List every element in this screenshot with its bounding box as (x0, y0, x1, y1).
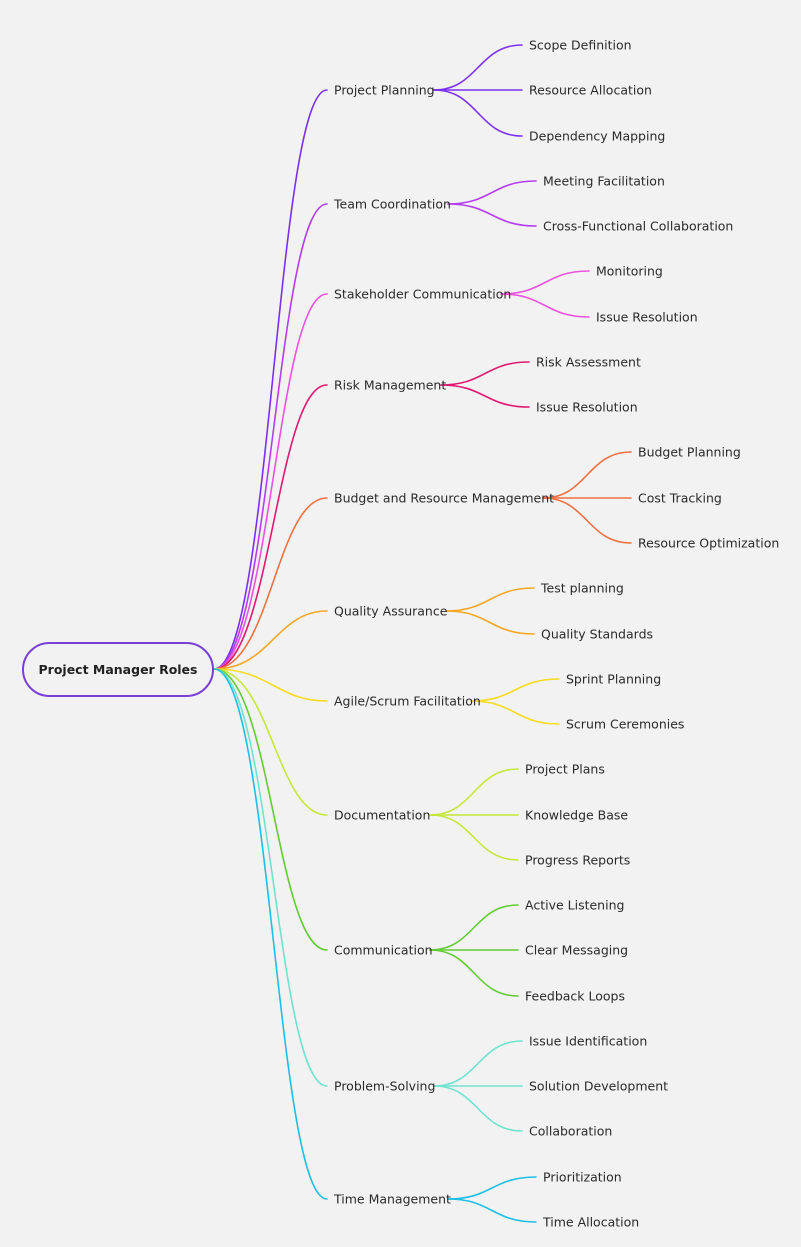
branch-risk-management[interactable]: Risk Management (334, 378, 446, 393)
edge-budget-and-resource-management-to-budget-planning (542, 451, 632, 499)
edge-root-to-documentation (213, 668, 328, 816)
edge-risk-management-to-risk-assessment (440, 361, 530, 386)
leaf-cost-tracking[interactable]: Cost Tracking (638, 491, 722, 506)
edge-budget-and-resource-management-to-resource-optimization (542, 497, 632, 544)
branch-quality-assurance[interactable]: Quality Assurance (334, 604, 448, 619)
leaf-resource-optimization[interactable]: Resource Optimization (638, 536, 779, 551)
edge-communication-to-active-listening (429, 904, 519, 951)
leaf-quality-standards[interactable]: Quality Standards (541, 627, 653, 642)
edge-team-coordination-to-meeting-facilitation (447, 180, 537, 205)
leaf-project-plans[interactable]: Project Plans (525, 762, 605, 777)
branch-project-planning[interactable]: Project Planning (334, 83, 435, 98)
edge-quality-assurance-to-test-planning (445, 587, 535, 612)
branch-agile-scrum-facilitation[interactable]: Agile/Scrum Facilitation (334, 694, 481, 709)
edge-team-coordination-to-cross-functional-collaboration (447, 203, 537, 227)
root-node[interactable]: Project Manager Roles (22, 642, 214, 697)
leaf-risk-assessment[interactable]: Risk Assessment (536, 355, 641, 370)
edge-root-to-budget-and-resource-management (213, 497, 328, 670)
edge-quality-assurance-to-quality-standards (445, 610, 535, 635)
edge-risk-management-to-issue-resolution (440, 384, 530, 408)
leaf-solution-development[interactable]: Solution Development (529, 1079, 668, 1094)
leaf-issue-identification[interactable]: Issue Identification (529, 1034, 647, 1049)
leaf-resource-allocation[interactable]: Resource Allocation (529, 83, 652, 98)
branch-team-coordination[interactable]: Team Coordination (333, 197, 451, 212)
root-label: Project Manager Roles (39, 662, 198, 677)
leaf-cross-functional-collaboration[interactable]: Cross-Functional Collaboration (543, 219, 733, 234)
leaf-prioritization[interactable]: Prioritization (543, 1170, 622, 1185)
edge-root-to-agile-scrum-facilitation (213, 668, 328, 702)
leaf-scope-definition[interactable]: Scope Definition (529, 38, 632, 53)
branch-documentation[interactable]: Documentation (334, 808, 430, 823)
edge-time-management-to-prioritization (447, 1176, 537, 1200)
branch-problem-solving[interactable]: Problem-Solving (334, 1079, 435, 1094)
leaf-issue-resolution[interactable]: Issue Resolution (596, 310, 698, 325)
leaf-time-allocation[interactable]: Time Allocation (542, 1215, 639, 1230)
labels-layer: Project Planning Scope DefinitionResource… (333, 38, 779, 1230)
edge-communication-to-feedback-loops (429, 949, 519, 997)
edge-root-to-time-management (213, 668, 328, 1200)
leaf-meeting-facilitation[interactable]: Meeting Facilitation (543, 174, 665, 189)
branch-budget-and-resource-management[interactable]: Budget and Resource Management (334, 491, 554, 506)
leaf-budget-planning[interactable]: Budget Planning (638, 445, 741, 460)
edge-root-to-problem-solving (213, 668, 328, 1087)
leaf-feedback-loops[interactable]: Feedback Loops (525, 989, 625, 1004)
branch-communication[interactable]: Communication (334, 943, 433, 958)
leaf-dependency-mapping[interactable]: Dependency Mapping (529, 129, 665, 144)
edge-root-to-quality-assurance (213, 610, 328, 670)
leaf-monitoring[interactable]: Monitoring (596, 264, 663, 279)
leaf-active-listening[interactable]: Active Listening (525, 898, 624, 913)
leaf-scrum-ceremonies[interactable]: Scrum Ceremonies (566, 717, 684, 732)
leaf-collaboration[interactable]: Collaboration (529, 1124, 612, 1139)
leaf-progress-reports[interactable]: Progress Reports (525, 853, 630, 868)
edge-agile-scrum-facilitation-to-sprint-planning (470, 678, 560, 702)
edge-problem-solving-to-issue-identification (433, 1040, 523, 1087)
leaf-test-planning[interactable]: Test planning (540, 581, 624, 596)
edge-problem-solving-to-collaboration (433, 1085, 523, 1132)
edge-agile-scrum-facilitation-to-scrum-ceremonies (470, 700, 560, 725)
root-node-box[interactable] (22, 642, 214, 697)
leaf-clear-messaging[interactable]: Clear Messaging (525, 943, 628, 958)
edge-root-to-stakeholder-communication (213, 293, 328, 670)
leaf-knowledge-base[interactable]: Knowledge Base (525, 808, 628, 823)
edge-root-to-risk-management (213, 384, 328, 670)
edge-time-management-to-time-allocation (447, 1198, 537, 1223)
edge-project-planning-to-dependency-mapping (433, 89, 523, 137)
edge-root-to-project-planning (213, 89, 328, 670)
branch-stakeholder-communication[interactable]: Stakeholder Communication (334, 287, 511, 302)
leaf-sprint-planning[interactable]: Sprint Planning (566, 672, 661, 687)
edge-documentation-to-project-plans (429, 768, 519, 816)
edge-stakeholder-communication-to-issue-resolution (500, 293, 590, 318)
edges-layer (213, 44, 632, 1223)
edge-root-to-communication (213, 668, 328, 951)
edge-documentation-to-progress-reports (429, 814, 519, 861)
leaf-issue-resolution[interactable]: Issue Resolution (536, 400, 638, 415)
branch-time-management[interactable]: Time Management (333, 1192, 451, 1207)
edge-project-planning-to-scope-definition (433, 44, 523, 91)
edge-stakeholder-communication-to-monitoring (500, 270, 590, 295)
edge-root-to-team-coordination (213, 203, 328, 670)
